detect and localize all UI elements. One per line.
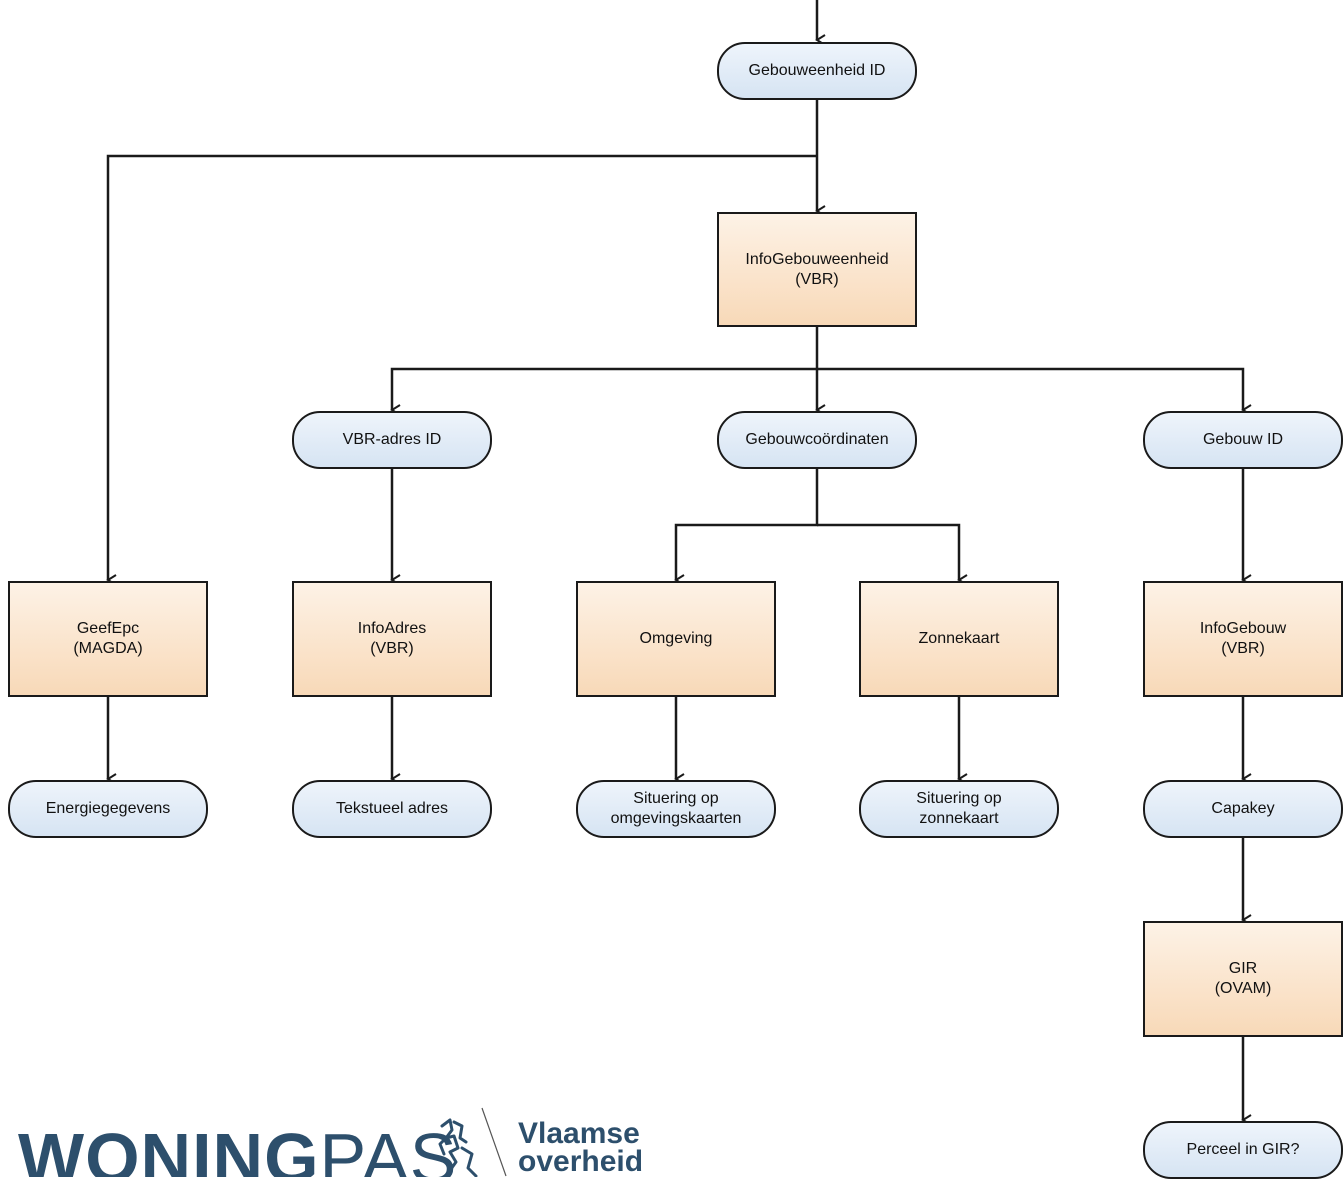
edge-coord-to-omgeving: [674, 468, 819, 586]
node-gir: GIR (OVAM): [1143, 921, 1343, 1037]
node-info-gebouw: InfoGebouw (VBR): [1143, 581, 1343, 697]
node-energiegegevens: Energiegegevens: [8, 780, 208, 838]
logo-wordmark: WONINGPAS: [18, 1118, 457, 1177]
flemish-lion-icon: [438, 1118, 478, 1177]
logo-brand-light: PAS: [319, 1119, 458, 1177]
edge-coord-to-zonnekaart: [817, 523, 968, 586]
node-gebouwcoordinaten: Gebouwcoördinaten: [717, 411, 917, 469]
edge-info-to-vbr-adres: [390, 367, 817, 416]
node-tekstueel-adres: Tekstueel adres: [292, 780, 492, 838]
node-capakey: Capakey: [1143, 780, 1343, 838]
node-geef-epc: GeefEpc (MAGDA): [8, 581, 208, 697]
edge-info-to-gebouw-id: [817, 367, 1252, 416]
edge-gebouweenheid-to-geefepc: [106, 154, 817, 586]
logo-separator: [481, 1107, 507, 1177]
node-omgeving: Omgeving: [576, 581, 776, 697]
node-zonnekaart: Zonnekaart: [859, 581, 1059, 697]
logo-government-text: Vlaamse overheid: [518, 1117, 644, 1177]
node-gebouw-id: Gebouw ID: [1143, 411, 1343, 469]
node-perceel-gir: Perceel in GIR?: [1143, 1121, 1343, 1179]
woningpas-logo: WONINGPAS Vlaamse overheid: [0, 1100, 680, 1177]
node-info-gebouweenheid: InfoGebouweenheid (VBR): [717, 212, 917, 327]
node-info-adres: InfoAdres (VBR): [292, 581, 492, 697]
node-situering-omgeving: Situering op omgevingskaarten: [576, 780, 776, 838]
node-situering-zonnekaart: Situering op zonnekaart: [859, 780, 1059, 838]
node-vbr-adres-id: VBR-adres ID: [292, 411, 492, 469]
node-gebouweenheid-id: Gebouweenheid ID: [717, 42, 917, 100]
logo-brand-bold: WONING: [18, 1119, 320, 1177]
